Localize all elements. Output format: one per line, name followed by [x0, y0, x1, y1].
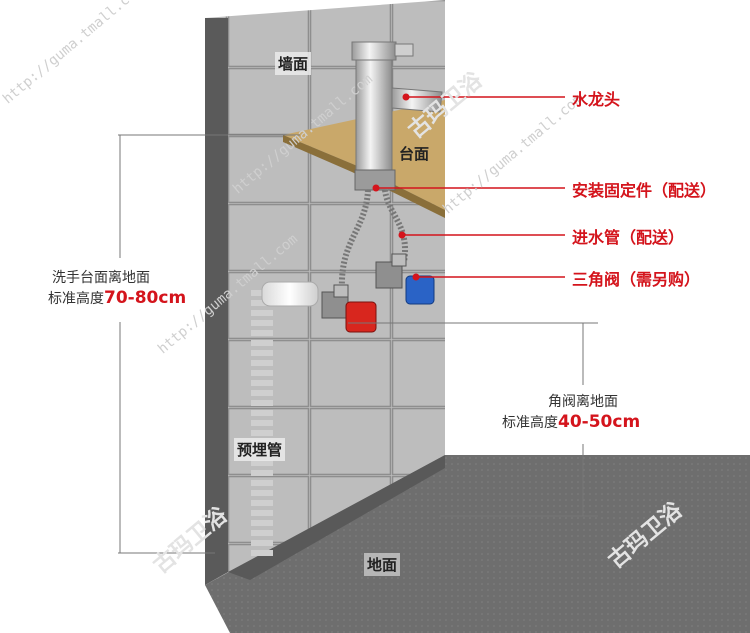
wall-edge [205, 18, 228, 585]
inlet-hose-right [382, 189, 409, 263]
wall-label: 墙面 [275, 52, 312, 75]
angle-valve-cold [375, 253, 435, 305]
angle-valve-callout: 三角阀（需另购） [572, 270, 701, 289]
callout-lines [376, 96, 565, 278]
callout-dots [372, 93, 420, 281]
valve-height-note: 角阀离地面 标准高度40-50cm [502, 392, 640, 433]
valve-height-dimension [348, 322, 598, 517]
valve-height-row: 标准高度40-50cm [502, 412, 640, 433]
valve-height-value: 40-50cm [558, 412, 641, 432]
basin-height-value: 70-80cm [104, 288, 187, 308]
inlet-hose-left [338, 189, 371, 291]
pipe-elbow [261, 281, 319, 307]
floor-shadow [228, 455, 445, 580]
floor [205, 455, 750, 633]
valve-height-title: 角阀离地面 [548, 394, 618, 410]
embedded-pipe-label: 预埋管 [234, 438, 286, 461]
floor-label: 地面 [364, 553, 401, 576]
basin-height-caption: 标准高度 [48, 291, 104, 307]
inlet-hose-callout: 进水管（配送） [572, 228, 685, 247]
faucet [351, 41, 443, 191]
angle-valve-hot [321, 284, 377, 333]
fixing-kit-callout: 安装固定件（配送） [572, 181, 717, 200]
basin-height-title: 洗手台面离地面 [52, 270, 150, 286]
valve-height-caption: 标准高度 [502, 415, 558, 431]
counter-label: 台面 [396, 142, 433, 165]
basin-height-dimension [118, 134, 300, 554]
basin-height-row: 标准高度70-80cm [48, 288, 186, 309]
faucet-callout: 水龙头 [572, 90, 621, 109]
basin-height-note: 洗手台面离地面 标准高度70-80cm [48, 268, 186, 309]
